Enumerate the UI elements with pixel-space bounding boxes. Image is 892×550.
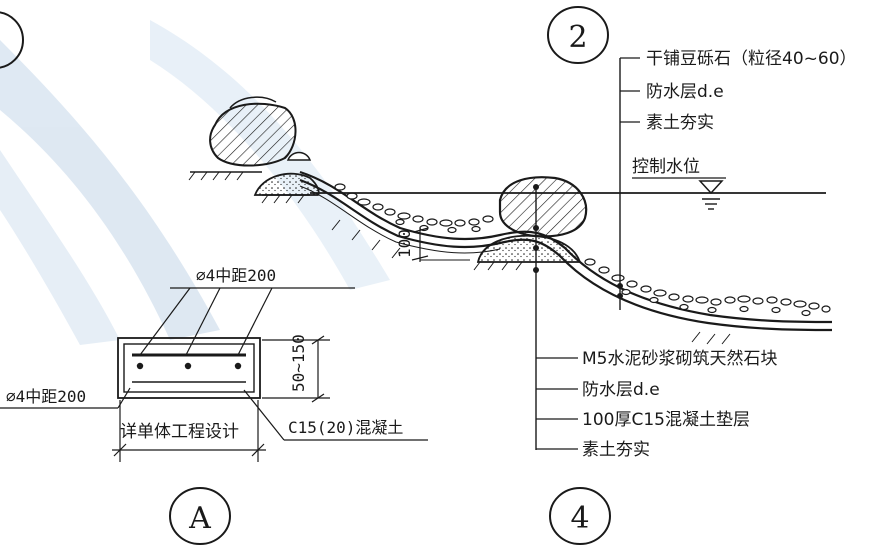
callout-soil-bottom: 素土夯实 <box>582 440 650 460</box>
marker-2: 2 <box>547 6 609 64</box>
marker-left-partial <box>0 11 24 69</box>
marker-a: A <box>169 487 231 545</box>
marker-a-label: A <box>188 501 211 536</box>
dimension-100: 100 <box>395 227 470 262</box>
callout-waterproof-top: 防水层d.e <box>646 82 724 102</box>
callout-top: 干铺豆砾石（粒径40~60） 防水层d.e 素土夯实 <box>617 49 857 310</box>
section-a: ⌀4中距200 ⌀4中距200 50~150 详单体工程设计 C15(20)混凝… <box>0 266 428 462</box>
background-watermark <box>0 20 390 345</box>
gravel-lower <box>584 258 831 317</box>
depth-label: 50~150 <box>289 334 308 392</box>
callout-masonry: M5水泥砂浆砌筑天然石块 <box>582 349 777 369</box>
water-level-label: 控制水位 <box>632 157 700 177</box>
marker-4-label: 4 <box>570 501 589 536</box>
rebar-left-label: ⌀4中距200 <box>6 387 86 406</box>
marker-2-label: 2 <box>568 20 587 55</box>
boulder-center <box>473 176 588 271</box>
dimension-100-label: 100 <box>395 229 414 258</box>
callout-cushion: 100厚C15混凝土垫层 <box>582 410 750 430</box>
design-note-label: 详单体工程设计 <box>120 422 239 442</box>
callout-soil-top: 素土夯实 <box>646 113 714 133</box>
rebar-top-label: ⌀4中距200 <box>196 266 276 285</box>
marker-4: 4 <box>549 487 611 545</box>
gravel-upper <box>334 183 494 234</box>
callout-gravel: 干铺豆砾石（粒径40~60） <box>646 49 857 69</box>
callout-bottom: M5水泥砂浆砌筑天然石块 防水层d.e 100厚C15混凝土垫层 素土夯实 <box>533 184 777 460</box>
concrete-label: C15(20)混凝土 <box>288 418 403 437</box>
boulder-top-left <box>209 96 312 167</box>
callout-waterproof-bottom: 防水层d.e <box>582 380 660 400</box>
